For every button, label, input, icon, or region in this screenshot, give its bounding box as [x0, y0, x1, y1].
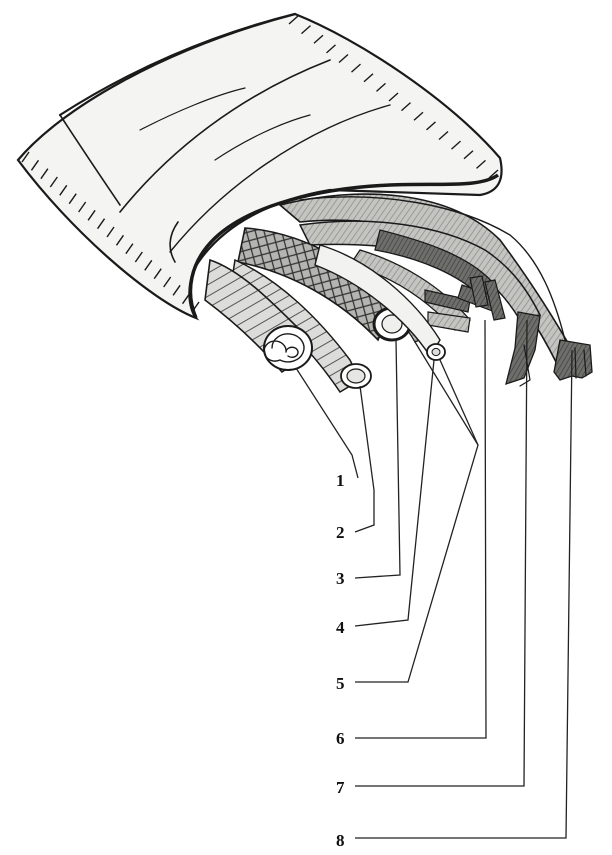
part-labels: 1 2 3 4 5 6 7 8 [336, 471, 345, 850]
leader-2 [355, 386, 374, 532]
leader-5a [415, 342, 478, 445]
label-6: 6 [336, 729, 345, 748]
label-2: 2 [336, 523, 345, 542]
label-5: 5 [336, 674, 345, 693]
label-8: 8 [336, 831, 345, 850]
leader-4 [355, 360, 434, 626]
label-3: 3 [336, 569, 345, 588]
leader-6 [355, 320, 486, 738]
leader-8 [355, 350, 572, 838]
leader-7 [355, 320, 527, 786]
label-7: 7 [336, 778, 345, 797]
label-1: 1 [336, 471, 345, 490]
label-4: 4 [336, 618, 345, 637]
